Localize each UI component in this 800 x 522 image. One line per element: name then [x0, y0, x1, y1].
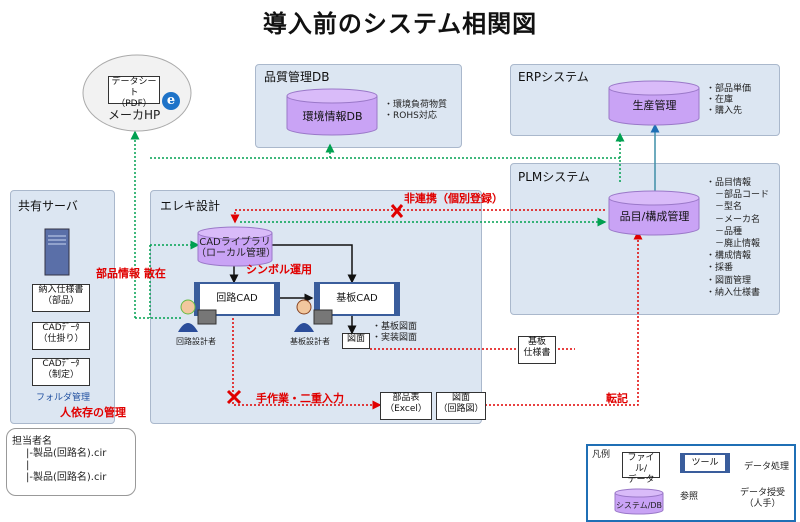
plm-title: PLMシステム	[518, 170, 590, 184]
legend-tool: ツール	[680, 453, 730, 473]
manual-double-annotation: 手作業・二重入力	[256, 392, 344, 405]
page-title: 導入前のシステム相関図	[262, 10, 538, 38]
env-db-label: 環境情報DB	[302, 110, 363, 123]
quality-db-notes: ・環境負荷物質・ROHS対応	[384, 100, 448, 121]
erp-title: ERPシステム	[518, 70, 589, 84]
legend-system-db: システム/DB	[615, 501, 663, 510]
legend-data-process: データ処理	[744, 462, 790, 472]
callout-content: 担当者名 |-製品(回路名).cir | |-製品(回路名).cir	[12, 436, 107, 483]
board-designer-label: 基板設計者	[290, 337, 330, 346]
board-spec-doc: 基板仕様書	[518, 336, 556, 364]
cad-library-cylinder	[197, 226, 273, 267]
cad-data-fixed-doc: CADﾃﾞｰﾀ（制定）	[32, 358, 90, 386]
person-dependent-annotation: 人依存の管理	[60, 406, 126, 419]
parts-scattered-annotation: 部品情報 散在	[96, 267, 166, 280]
folder-management-label: フォルダ管理	[36, 393, 91, 403]
symbol-use-annotation: シンボル運用	[246, 263, 312, 276]
plm-notes: ・品目情報 －部品コード －型名 －メーカ名 －品種 －廃止情報・構成情報・採番…	[706, 178, 770, 298]
folder-callout	[6, 428, 136, 496]
legend-reference: 参照	[680, 492, 699, 502]
drawing-doc: 図面	[342, 333, 370, 349]
item-db-cylinder	[608, 190, 700, 236]
ie-browser-icon: e	[162, 92, 180, 110]
legend-db-cylinder	[614, 488, 664, 515]
circuit-designer-icon	[178, 299, 217, 332]
cad-library-label: CADライブラリ（ローカル管理）	[196, 237, 276, 259]
circuit-designer-label: 回路設計者	[176, 337, 216, 346]
erp-notes: ・部品単価・在庫・購入先	[706, 84, 752, 116]
legend-data-transfer: データ授受（人手）	[740, 488, 786, 509]
legend-title: 凡例	[592, 450, 611, 460]
cross-mark-icon	[226, 204, 404, 405]
maker-hp-label: メーカHP	[108, 108, 161, 122]
production-db-cylinder	[608, 80, 700, 126]
spec-doc: 納入仕様書（部品）	[32, 284, 90, 312]
shared-server-title: 共有サーバ	[18, 199, 78, 213]
legend-file-doc: ファイル/データ	[622, 452, 660, 485]
circuit-diagram-doc: 図面（回路図）	[436, 392, 486, 420]
parts-table-doc: 部品表（Excel）	[380, 392, 432, 420]
quality-db-title: 品質管理DB	[264, 70, 330, 84]
item-db-label: 品目/構成管理	[619, 210, 690, 223]
elec-design-title: エレキ設計	[160, 199, 221, 213]
env-db-cylinder	[286, 88, 378, 136]
datasheet-doc: データシート（PDF）	[108, 76, 160, 109]
board-designer-icon	[294, 299, 333, 332]
drawing-notes: ・基板図面・実装図面	[372, 322, 418, 343]
server-icon	[44, 228, 70, 276]
cad-data-wip-doc: CADﾃﾞｰﾀ（仕掛り）	[32, 322, 90, 350]
production-db-label: 生産管理	[632, 99, 677, 112]
non-link-annotation: 非連携（個別登録）	[404, 192, 503, 205]
plm-panel	[510, 163, 780, 315]
transcribe-annotation: 転記	[606, 392, 628, 405]
